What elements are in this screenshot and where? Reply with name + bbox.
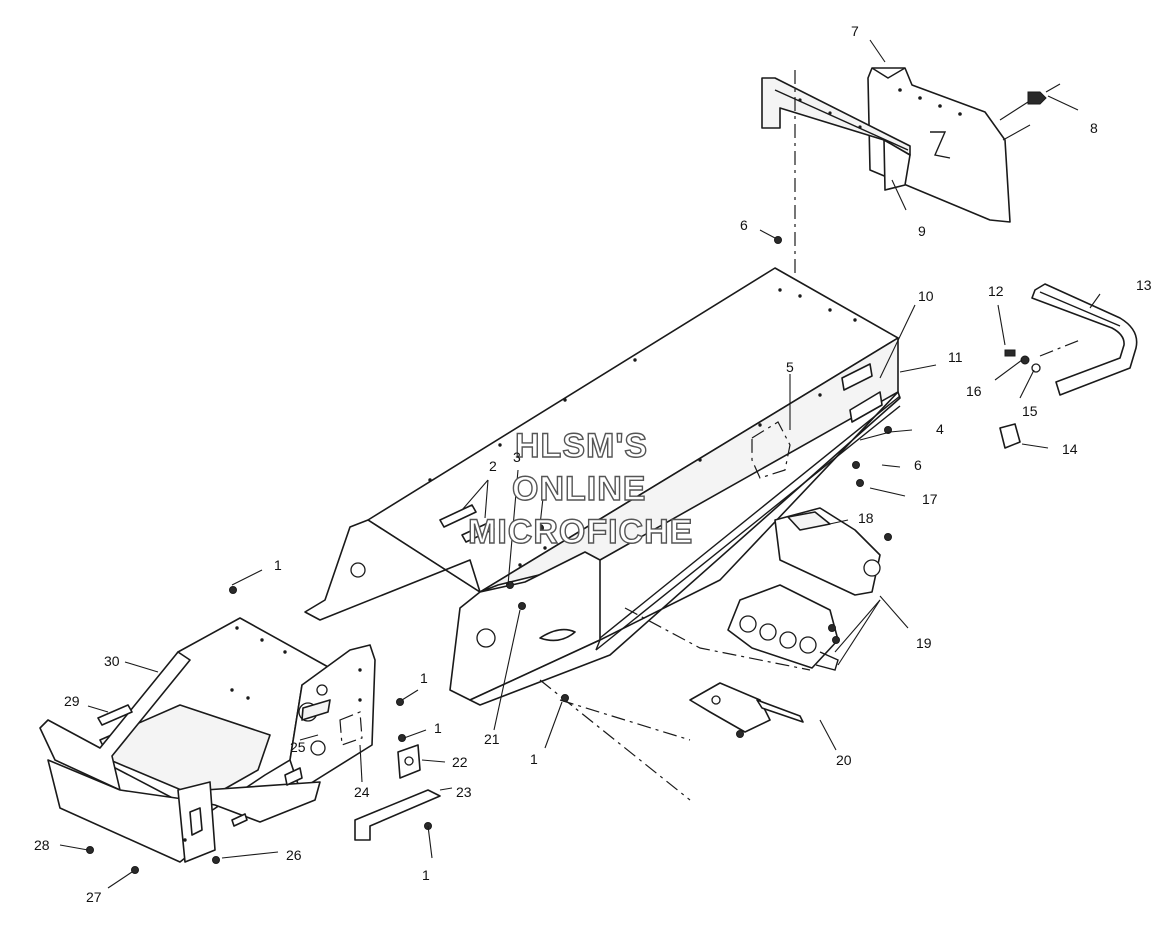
watermark: HLSM'S ONLINE MICROFICHE: [467, 426, 693, 551]
callout-6b: 6: [914, 457, 922, 473]
callout-12: 12: [988, 283, 1004, 299]
rear-bumper-handle: [1031, 283, 1138, 396]
callout-25: 25: [290, 739, 306, 755]
callout-15: 15: [1022, 403, 1038, 419]
wear-strip: [301, 699, 331, 721]
side-bracket-parts: [339, 711, 441, 841]
callout-2: 2: [489, 458, 497, 474]
callout-18: 18: [858, 510, 874, 526]
heat-cover: [774, 507, 881, 596]
callout-3: 3: [513, 449, 521, 465]
callout-14: 14: [1062, 441, 1078, 457]
tunnel: [304, 267, 901, 706]
callout-22: 22: [452, 754, 468, 770]
callout-20: 20: [836, 752, 852, 768]
callout-30: 30: [104, 653, 120, 669]
callout-23: 23: [456, 784, 472, 800]
flap-fastener: [999, 83, 1061, 121]
mount-bracket: [689, 682, 804, 733]
watermark-line2: ONLINE: [512, 470, 646, 508]
watermark-line1: HLSM'S: [515, 427, 648, 465]
front-frame: [39, 617, 376, 863]
callout-7: 7: [851, 23, 859, 39]
callout-26: 26: [286, 847, 302, 863]
callout-8: 8: [1090, 120, 1098, 136]
callout-4: 4: [936, 421, 944, 437]
callout-17: 17: [922, 491, 938, 507]
callouts: 1 1 1 1 1 2 3 4 5 6 6 7 8 9 10 11 12 13 …: [34, 23, 1152, 905]
flap-bracket: [761, 77, 911, 191]
callout-1b: 1: [420, 670, 428, 686]
callout-11: 11: [948, 349, 963, 365]
callout-1d: 1: [530, 751, 538, 767]
watermark-line3: MICROFICHE: [468, 513, 693, 551]
heat-plate: [727, 584, 839, 671]
callout-10: 10: [918, 288, 934, 304]
callout-19: 19: [916, 635, 932, 651]
callout-28: 28: [34, 837, 50, 853]
leader-lines: [59, 39, 1101, 889]
callout-6a: 6: [740, 217, 748, 233]
callout-16: 16: [966, 383, 982, 399]
callout-5: 5: [786, 359, 794, 375]
callout-27: 27: [86, 889, 102, 905]
callout-24: 24: [354, 784, 370, 800]
callout-29: 29: [64, 693, 80, 709]
bumper-hardware: [999, 349, 1041, 449]
callout-9: 9: [918, 223, 926, 239]
callout-1c: 1: [434, 720, 442, 736]
callout-21: 21: [484, 731, 500, 747]
callout-1e: 1: [422, 867, 430, 883]
callout-13: 13: [1136, 277, 1152, 293]
callout-1a: 1: [274, 557, 282, 573]
